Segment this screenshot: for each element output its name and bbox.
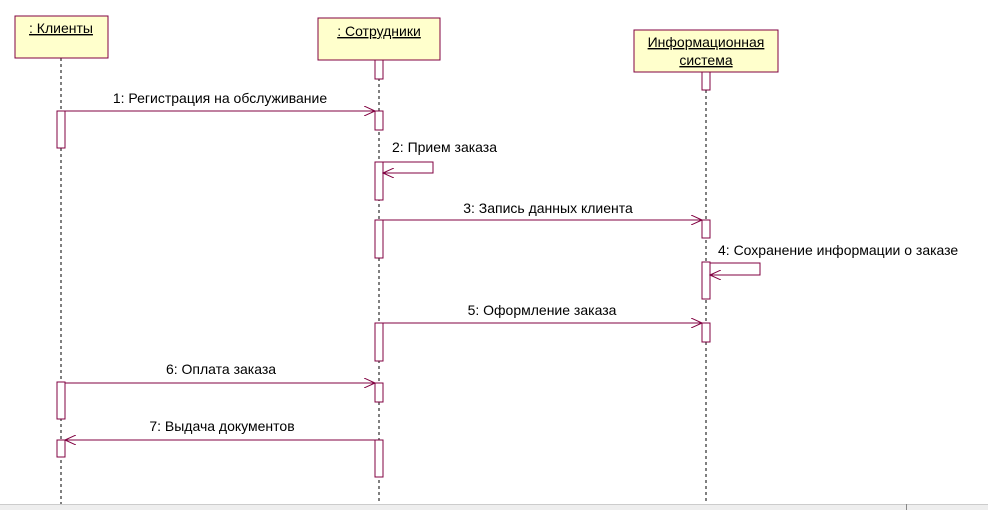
object-system-label-line1: Информационная (648, 34, 765, 50)
message-2-arrow[interactable] (383, 161, 434, 173)
activation-system-1 (701, 71, 711, 91)
object-employees-label: : Сотрудники (337, 23, 421, 39)
message-2-label: 2: Прием заказа (392, 139, 497, 155)
activation-employees-5 (374, 322, 384, 362)
activation-clients-2 (56, 381, 66, 420)
activation-employees-1 (374, 59, 384, 80)
object-system-label-line2: система (679, 52, 732, 68)
message-4-arrow[interactable] (710, 262, 761, 275)
activation-employees-6 (374, 382, 384, 403)
message-4-label: 4: Сохранение информации о заказе (718, 242, 958, 258)
object-employees[interactable]: : Сотрудники (317, 17, 441, 61)
activation-employees-4 (374, 219, 384, 259)
horizontal-scrollbar[interactable] (0, 504, 988, 510)
object-clients-label: : Клиенты (29, 20, 93, 36)
activation-system-3 (701, 261, 711, 300)
message-7-label: 7: Выдача документов (149, 418, 294, 434)
activation-clients-3 (56, 439, 66, 458)
object-system[interactable]: Информационная система (633, 29, 779, 73)
activation-clients-1 (56, 110, 66, 149)
scrollbar-divider (906, 504, 907, 510)
message-1-label: 1: Регистрация на обслуживание (113, 90, 327, 106)
activation-employees-2 (374, 110, 384, 131)
activation-employees-7 (374, 439, 384, 478)
message-3-label: 3: Запись данных клиента (463, 200, 633, 216)
object-clients[interactable]: : Клиенты (14, 15, 109, 59)
activation-employees-3 (374, 161, 384, 201)
activation-system-2 (701, 219, 711, 239)
message-6-label: 6: Оплата заказа (166, 361, 276, 377)
activation-system-4 (701, 322, 711, 343)
message-5-label: 5: Оформление заказа (468, 302, 617, 318)
